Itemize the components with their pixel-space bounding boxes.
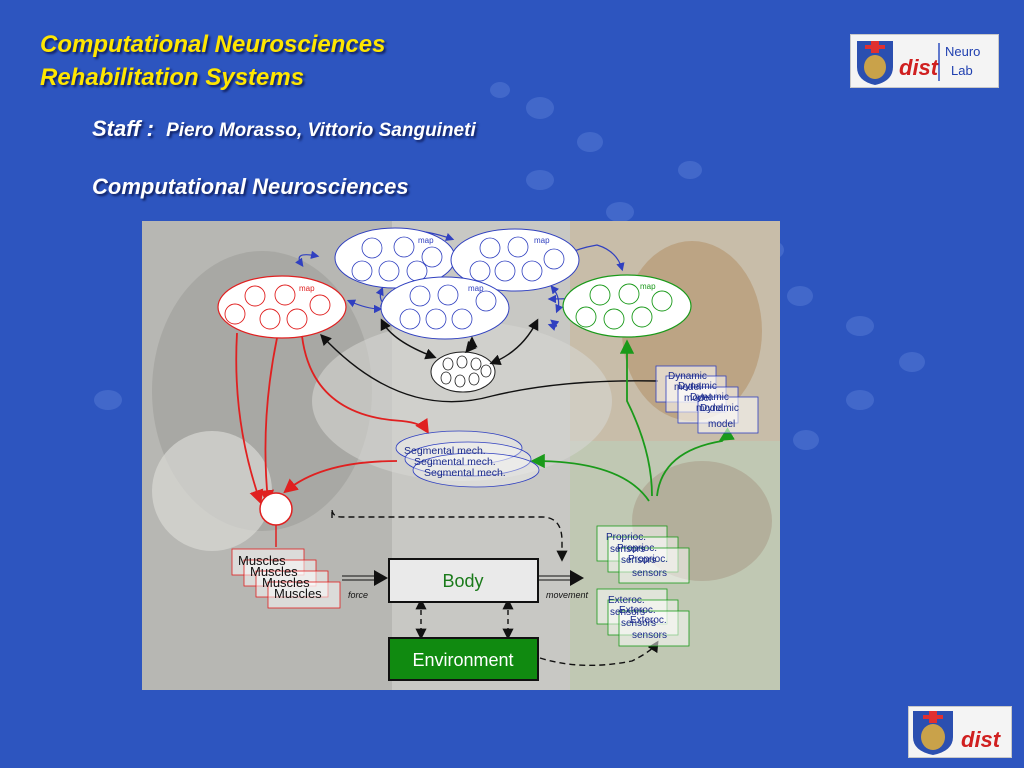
dynamic-model-label: model bbox=[674, 382, 701, 393]
map-red: map bbox=[217, 275, 347, 339]
environment-box: Environment bbox=[388, 637, 539, 681]
segmental-mech-label: Segmental mech. bbox=[424, 467, 506, 479]
staff-label: Staff : bbox=[92, 116, 154, 141]
green-arrows bbox=[530, 339, 735, 502]
exteroc-label: sensors bbox=[632, 630, 667, 641]
neural-control-diagram: map map map map bbox=[142, 221, 780, 690]
segmental-mech-label: Segmental mech. bbox=[404, 445, 486, 457]
muscles-label: Muscles bbox=[262, 575, 310, 590]
map-green: map bbox=[562, 274, 692, 338]
dynamic-model-label: model bbox=[708, 419, 735, 430]
exteroc-label: Exteroc. bbox=[608, 595, 645, 606]
section-heading: Computational Neurosciences bbox=[92, 174, 409, 199]
logo-small-graphic: dist bbox=[913, 711, 1002, 755]
muscles-label: Muscles bbox=[250, 564, 298, 579]
exteroc-label: sensors bbox=[610, 607, 645, 618]
summation-node bbox=[259, 492, 293, 526]
institution-logo-small: dist bbox=[908, 706, 1012, 758]
proprio-label: Proprioc. bbox=[628, 554, 668, 565]
red-arrows bbox=[235, 332, 429, 505]
muscles-label: Muscles bbox=[238, 553, 286, 568]
logo-small-dist-text: dist bbox=[961, 727, 1002, 752]
exteroc-label: Exteroc. bbox=[630, 615, 667, 626]
logo-graphic: dist Neuro Lab bbox=[857, 41, 980, 85]
muscles-stack: Muscles Muscles Muscles Muscles bbox=[231, 548, 341, 609]
page-title: Computational Neurosciences Rehabilitati… bbox=[40, 28, 385, 94]
dynamic-model-stack: Dynamic model Dynamic model Dynamic mode… bbox=[655, 365, 759, 434]
staff-line: Staff : Piero Morasso, Vittorio Sanguine… bbox=[92, 116, 476, 142]
map-label: map bbox=[299, 284, 315, 293]
exteroc-label: Exteroc. bbox=[619, 605, 656, 616]
integration-cluster bbox=[430, 351, 496, 393]
force-arrow: force bbox=[342, 570, 388, 600]
exteroceptive-sensors-stack: Exteroc. sensors Exteroc. sensors Extero… bbox=[596, 588, 690, 647]
movement-arrow: movement bbox=[538, 570, 589, 600]
staff-names: Piero Morasso, Vittorio Sanguineti bbox=[166, 120, 476, 141]
proprio-label: sensors bbox=[610, 544, 645, 555]
map-top-right: map bbox=[450, 228, 580, 292]
body-label: Body bbox=[442, 571, 483, 591]
environment-label: Environment bbox=[412, 650, 513, 670]
title-line-1: Computational Neurosciences bbox=[40, 31, 386, 58]
map-label: map bbox=[534, 236, 550, 245]
movement-label: movement bbox=[546, 590, 589, 600]
logo-lab-text: Lab bbox=[951, 63, 973, 78]
dynamic-model-label: Dynamic bbox=[700, 403, 739, 414]
map-label: map bbox=[418, 236, 434, 245]
proprio-label: Proprioc. bbox=[617, 543, 657, 554]
body-box: Body bbox=[388, 558, 539, 603]
proprio-label: Proprioc. bbox=[606, 532, 646, 543]
dynamic-model-label: model bbox=[684, 393, 711, 404]
force-label: force bbox=[348, 590, 368, 600]
muscles-label: Muscles bbox=[274, 586, 322, 601]
institution-logo: dist Neuro Lab bbox=[850, 34, 999, 88]
black-arrows bbox=[320, 318, 659, 667]
logo-neuro-text: Neuro bbox=[945, 44, 980, 59]
map-top-left: map bbox=[334, 227, 456, 289]
proprio-label: sensors bbox=[632, 568, 667, 579]
proprio-label: sensors bbox=[621, 555, 656, 566]
dynamic-model-label: Dynamic bbox=[690, 392, 729, 403]
dynamic-model-label: Dynamic bbox=[668, 371, 707, 382]
exteroc-label: sensors bbox=[621, 618, 656, 629]
proprioceptive-sensors-stack: Proprioc. sensors Proprioc. sensors Prop… bbox=[596, 525, 690, 584]
dynamic-model-label: model bbox=[696, 403, 723, 414]
dynamic-model-label: Dynamic bbox=[678, 381, 717, 392]
title-line-2: Rehabilitation Systems bbox=[40, 64, 305, 91]
map-center: map bbox=[380, 276, 510, 340]
segmental-mechanics-stack: Segmental mech. Segmental mech. Segmenta… bbox=[395, 430, 540, 488]
map-label: map bbox=[640, 282, 656, 291]
map-label: map bbox=[468, 284, 484, 293]
logo-dist-text: dist bbox=[899, 55, 940, 80]
segmental-mech-label: Segmental mech. bbox=[414, 456, 496, 468]
